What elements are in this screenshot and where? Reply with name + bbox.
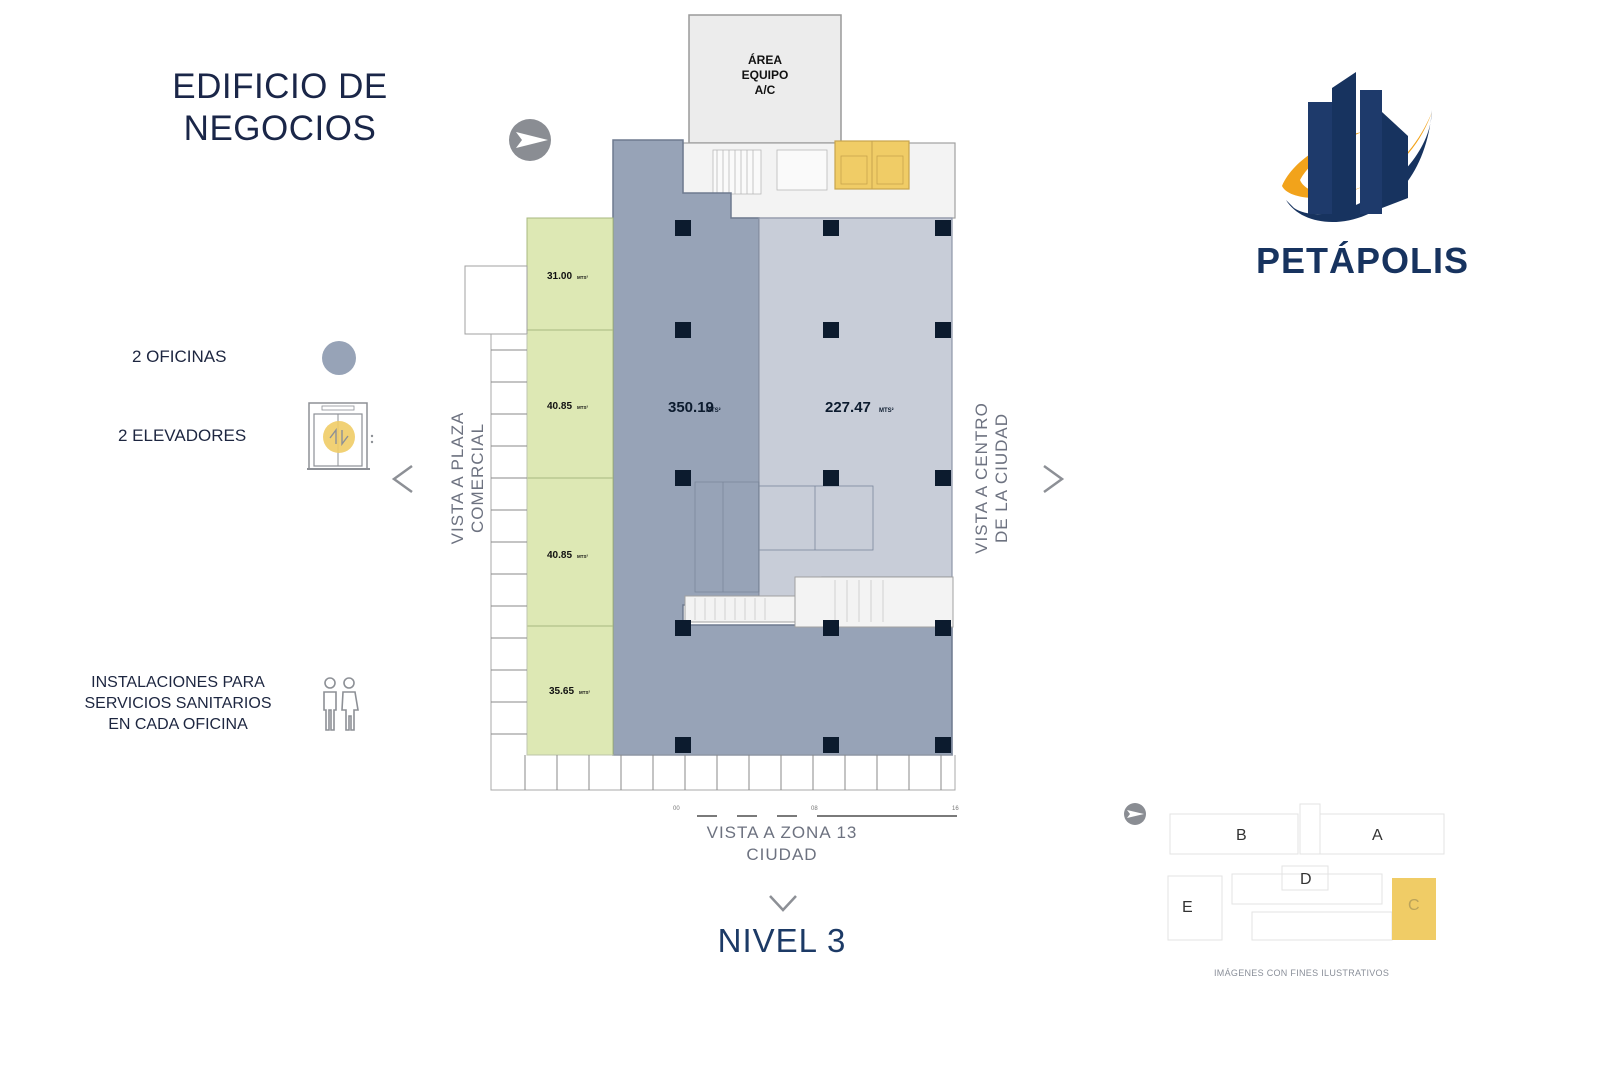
keymap-zone-c (1392, 878, 1436, 940)
keymap-b: B (1236, 827, 1247, 844)
key-map: B A D E C (1124, 803, 1445, 941)
legend-elevators-label: 2 ELEVADORES (118, 426, 247, 445)
view-bottom-label: VISTA A ZONA 13 CIUDAD (682, 822, 882, 866)
keymap-d: D (1300, 871, 1312, 888)
facade-ticks (491, 349, 942, 790)
view-right-line-1: VISTA A CENTRO (972, 402, 991, 554)
ac-line-1: ÁREA (748, 52, 782, 67)
view-right-line-2: DE LA CIUDAD (992, 412, 1011, 544)
stairs-top (712, 149, 762, 195)
chevron-down-icon (769, 895, 797, 912)
left-balcony (464, 265, 528, 335)
keymap-a: A (1372, 827, 1383, 844)
restrooms-interior (694, 481, 874, 593)
view-bottom-line-2: CIUDAD (746, 845, 818, 864)
local-4-area: 35.65 (549, 686, 574, 697)
stairs-bottom-left (684, 595, 816, 623)
local-1-unit: MTS² (577, 275, 588, 280)
stairs-bottom-right (794, 576, 954, 628)
local-1-area: 31.00 (547, 271, 572, 282)
keymap-e: E (1182, 899, 1193, 916)
restroom-core (776, 149, 828, 191)
chevron-left-icon (391, 464, 413, 494)
scale-0: 00 (673, 806, 680, 812)
office-b-area: 227.47 (825, 399, 871, 416)
office-b-unit: MTS² (879, 407, 894, 414)
ac-line-2: EQUIPO (742, 68, 789, 82)
office-a-unit: MTS² (706, 407, 721, 414)
view-bottom-line-1: VISTA A ZONA 13 (706, 823, 858, 842)
local-3-unit: MTS² (577, 554, 588, 559)
floor-plan: ÁREA EQUIPO A/C (464, 14, 959, 817)
chevron-right-icon (1043, 464, 1065, 494)
restroom-icon (323, 677, 359, 731)
local-3-area: 40.85 (547, 550, 572, 561)
elevator-icon (307, 402, 374, 470)
local-1 (526, 217, 614, 331)
local-2-unit: MTS² (577, 405, 588, 410)
local-2-area: 40.85 (547, 401, 572, 412)
legend-sanitary-label: INSTALACIONES PARA SERVICIOS SANITARIOS … (78, 672, 278, 735)
sanitary-line-1: INSTALACIONES PARA (91, 674, 265, 691)
legend-offices-label: 2 OFICINAS (132, 347, 227, 366)
scale-bar: 00 08 16 (673, 806, 959, 817)
office-a-area: 350.19 (668, 399, 714, 416)
level-title: NIVEL 3 (717, 922, 847, 959)
scale-16: 16 (952, 806, 959, 812)
north-arrow-icon (509, 119, 551, 161)
ac-area (688, 14, 842, 144)
office-swatch-icon (322, 341, 356, 375)
petapolis-logo-icon (1282, 72, 1432, 223)
local-2 (526, 329, 614, 479)
title-line-1: EDIFICIO DE (172, 67, 388, 106)
ac-line-3: A/C (755, 83, 776, 97)
brand-name: PETÁPOLIS (1256, 240, 1470, 281)
view-right-label: VISTA A CENTRO DE LA CIUDAD (972, 368, 1012, 588)
structural-columns (675, 220, 951, 753)
title-line-2: NEGOCIOS (183, 109, 377, 148)
keymap-c: C (1408, 897, 1420, 914)
disclaimer: IMÁGENES CON FINES ILUSTRATIVOS (1214, 968, 1390, 978)
page-title: EDIFICIO DE NEGOCIOS (150, 66, 410, 150)
sanitary-line-3: EN CADA OFICINA (108, 716, 248, 733)
sanitary-line-2: SERVICIOS SANITARIOS (84, 695, 272, 712)
scale-8: 08 (811, 806, 818, 812)
local-4-unit: MTS² (579, 690, 590, 695)
